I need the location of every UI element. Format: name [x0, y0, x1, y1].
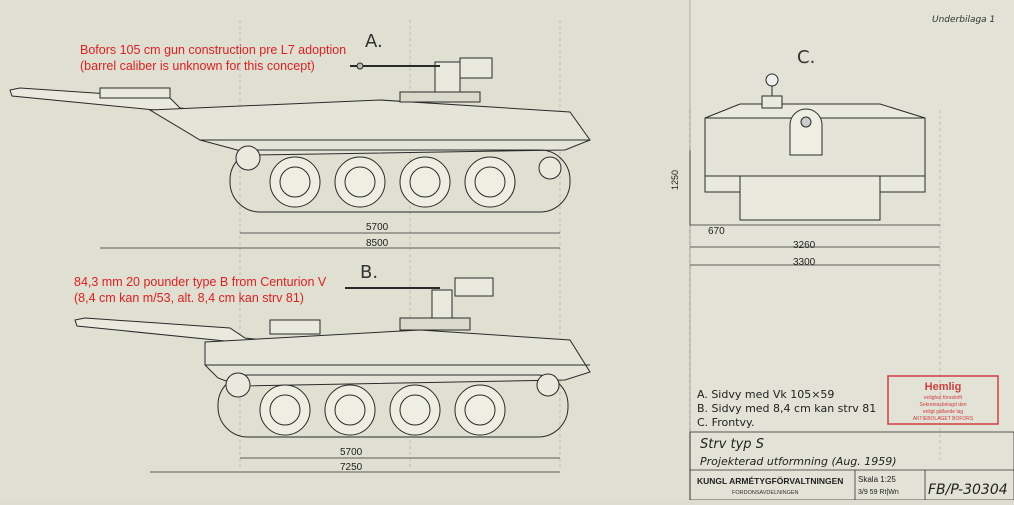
annotation-b-line2: (8,4 cm kan m/53, alt. 8,4 cm kan strv 8… — [74, 291, 304, 305]
stamp-line-4: AKTIEBOLAGET BOFORS — [913, 416, 974, 422]
dim-b-2: 7250 — [340, 462, 363, 473]
legend-c: C. Frontvy. — [697, 416, 754, 429]
dim-b-1: 5700 — [340, 447, 363, 458]
classification-stamp: Hemlig enlighet föreskrift Sekretessbela… — [887, 375, 999, 425]
corner-label: Underbilaga 1 — [932, 15, 995, 25]
title-block-org-sub: FORDONSAVDELNINGEN — [732, 490, 799, 496]
dim-c-3: 3300 — [793, 257, 816, 268]
annotation-a-line2: (barrel caliber is unknown for this conc… — [80, 59, 315, 73]
dim-c-2: 3260 — [793, 240, 816, 251]
title-block-subtitle: Projekterad utformning (Aug. 1959) — [700, 455, 897, 468]
dim-a-2: 8500 — [366, 238, 389, 249]
dim-c-1: 670 — [708, 226, 725, 237]
front-view-c — [704, 73, 926, 221]
side-view-a — [9, 57, 591, 213]
stamp-title: Hemlig — [925, 381, 962, 393]
stamp-line-3: enligt gällande lag — [923, 409, 964, 415]
dim-a-1: 5700 — [366, 222, 389, 233]
annotation-b-line1: 84,3 mm 20 pounder type B from Centurion… — [74, 275, 327, 289]
title-block-scale: Skala 1:25 — [858, 475, 896, 484]
view-a-label: A. — [365, 31, 383, 52]
annotation-view-a: Bofors 105 cm gun construction pre L7 ad… — [80, 42, 346, 74]
title-block-org: KUNGL ARMÉTYGFÖRVALTNINGEN — [697, 476, 843, 486]
stamp-line-2: Sekretessbelagd den — [920, 402, 967, 408]
view-c-label: C. — [797, 47, 815, 68]
legend-b: B. Sidvy med 8,4 cm kan strv 81 — [697, 402, 876, 415]
view-b-label: B. — [360, 262, 378, 283]
dim-c-height: 1250 — [670, 170, 680, 190]
annotation-view-b: 84,3 mm 20 pounder type B from Centurion… — [74, 274, 326, 306]
title-block-drawing-number: FB/P-30304 — [928, 482, 1008, 498]
stamp-line-1: enlighet föreskrift — [924, 395, 963, 401]
side-view-b — [74, 277, 591, 438]
title-block-date: 3/9 59 Rt|Wn — [858, 489, 899, 496]
title-block-title: Strv typ S — [700, 437, 764, 452]
legend-a: A. Sidvy med Vk 105×59 — [697, 388, 834, 401]
annotation-a-line1: Bofors 105 cm gun construction pre L7 ad… — [80, 43, 347, 57]
